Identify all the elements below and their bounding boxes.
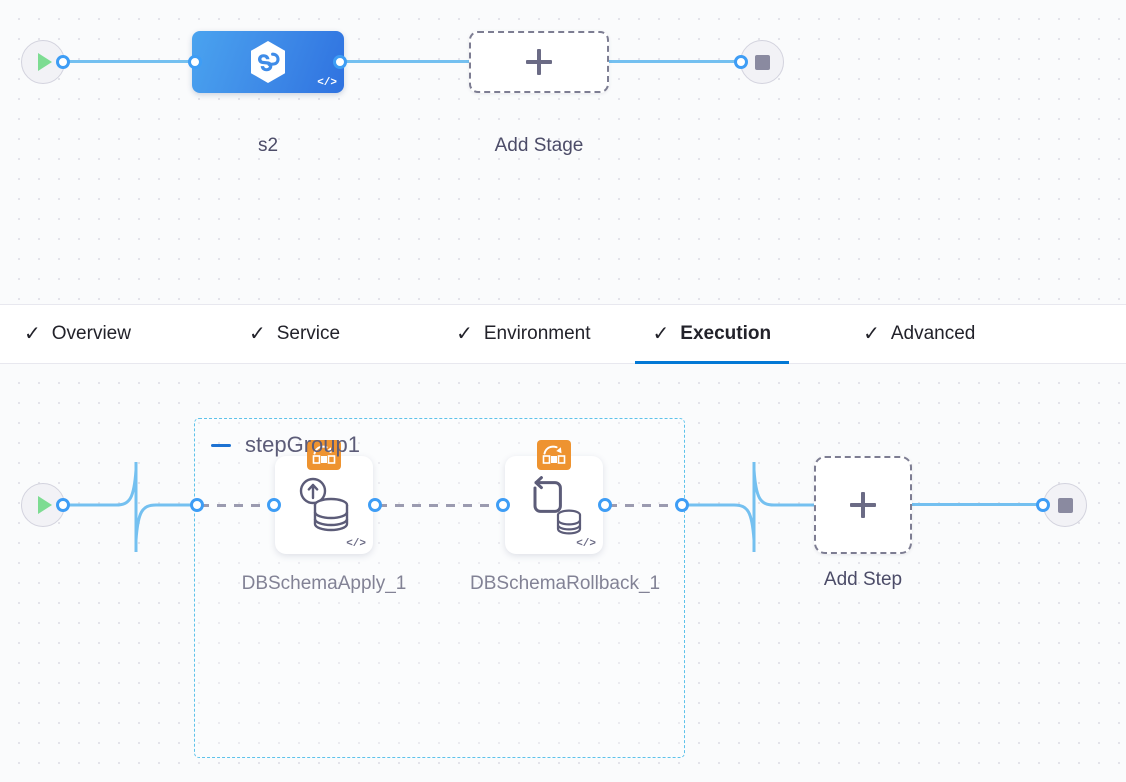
plus-icon: [850, 492, 876, 518]
check-icon: ✓: [456, 323, 473, 345]
stage-config-tab-bar: ✓ Overview ✓ Service ✓ Environment ✓ Exe…: [0, 304, 1126, 364]
edge-start-to-stage: [63, 60, 198, 63]
add-step-button[interactable]: [814, 456, 912, 554]
rollback-stage-badge-icon: [307, 440, 341, 470]
end-node-input-port[interactable]: [734, 55, 748, 69]
stop-square-icon: [1057, 497, 1073, 513]
start-node-output-port[interactable]: [56, 55, 70, 69]
play-icon: [37, 496, 52, 514]
add-stage-caption: Add Stage: [494, 135, 584, 156]
tab-advanced-label: Advanced: [890, 323, 976, 344]
tab-service[interactable]: ✓ Service: [231, 304, 358, 364]
add-step-caption: Add Step: [823, 569, 903, 590]
step2-input-port[interactable]: [496, 498, 510, 512]
check-icon: ✓: [24, 323, 41, 345]
step-node-dbschemarollback[interactable]: </>: [505, 440, 603, 554]
execution-end-input-port[interactable]: [1036, 498, 1050, 512]
plus-icon: [526, 49, 552, 75]
check-icon: ✓: [248, 323, 266, 345]
tab-overview[interactable]: ✓ Overview: [6, 304, 149, 364]
group-input-port[interactable]: [190, 498, 204, 512]
edge-start-to-group: [60, 462, 202, 552]
step2-code-badge[interactable]: </>: [576, 538, 596, 550]
tab-overview-label: Overview: [51, 323, 131, 344]
edge-step1-to-step2: [378, 504, 500, 507]
edge-stage-to-add-stage: [340, 60, 470, 63]
add-stage-button[interactable]: [469, 31, 609, 93]
db-schema-apply-icon: [299, 477, 349, 532]
step-node-dbschemaapply[interactable]: </>: [275, 440, 373, 554]
check-icon: ✓: [652, 323, 670, 345]
rollback-stage-badge-icon: [537, 440, 571, 470]
edge-add-step-to-end: [912, 503, 1046, 506]
tab-service-label: Service: [276, 323, 341, 344]
group-output-port[interactable]: [675, 498, 689, 512]
step1-input-port[interactable]: [267, 498, 281, 512]
stop-square-icon: [754, 54, 770, 70]
execution-start-output-port[interactable]: [56, 498, 70, 512]
minus-icon[interactable]: [211, 443, 231, 447]
edge-add-stage-to-end: [609, 60, 744, 63]
step1-code-badge[interactable]: </>: [346, 538, 366, 550]
edge-group-to-add-step: [684, 462, 814, 552]
step1-output-port[interactable]: [368, 498, 382, 512]
stage-node-output-port[interactable]: [333, 55, 347, 69]
play-icon: [37, 53, 52, 71]
tab-advanced[interactable]: ✓ Advanced: [845, 304, 993, 364]
tab-environment-label: Environment: [483, 323, 591, 344]
stage-node-input-port[interactable]: [188, 55, 202, 69]
stage-code-badge[interactable]: </>: [317, 77, 337, 89]
step-group-title: stepGroup1: [245, 432, 360, 457]
tab-execution[interactable]: ✓ Execution: [634, 304, 790, 364]
db-schema-rollback-icon: [533, 476, 582, 535]
harness-hexagon-icon: [251, 41, 285, 83]
execution-step-canvas[interactable]: stepGroup1: [0, 364, 1126, 782]
tab-execution-label: Execution: [680, 323, 772, 344]
stage-canvas[interactable]: </> s2 Add Stage: [0, 0, 1126, 304]
edge-group-to-step1: [200, 504, 272, 507]
stage-node-s2[interactable]: </>: [192, 31, 344, 93]
stage-node-caption: s2: [257, 135, 279, 156]
step2-output-port[interactable]: [598, 498, 612, 512]
check-icon: ✓: [863, 323, 880, 345]
step-group-container[interactable]: [194, 418, 685, 758]
edge-step2-to-group-end: [608, 504, 678, 507]
execution-start-node[interactable]: [21, 483, 65, 527]
step-group-header[interactable]: stepGroup1: [211, 432, 360, 458]
tab-environment[interactable]: ✓ Environment: [438, 304, 608, 364]
